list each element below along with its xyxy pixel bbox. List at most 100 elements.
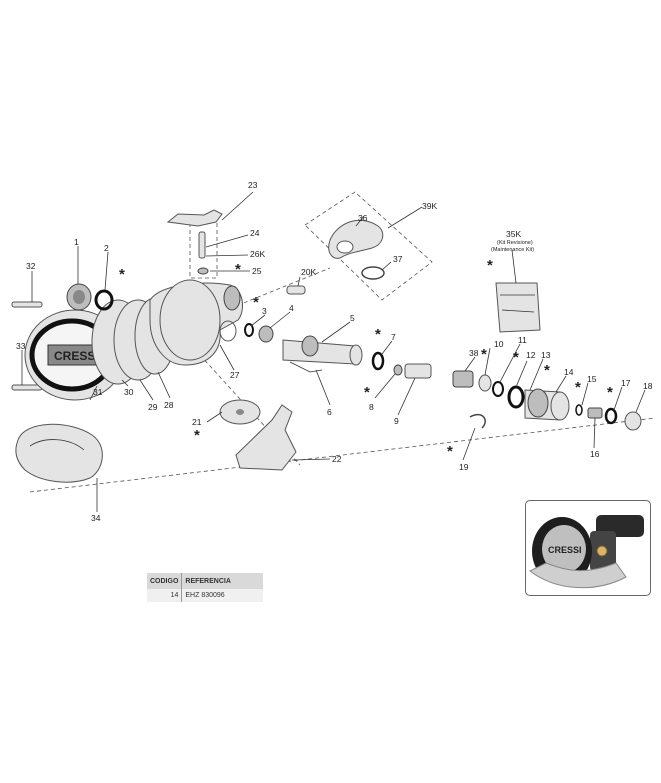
part-38-spring (452, 370, 474, 388)
part-8-nut (393, 364, 403, 376)
label-38: 38 (469, 348, 479, 358)
label-25: 25 (252, 266, 262, 276)
label-14: 14 (564, 367, 574, 377)
label-8: 8 (369, 402, 374, 412)
part-15-oring (575, 404, 583, 416)
label-21: 21 (192, 417, 202, 427)
label-22: 22 (332, 454, 342, 464)
label-16: 16 (590, 449, 600, 459)
cell-code: 14 (147, 589, 183, 602)
star-21: * (194, 427, 200, 444)
assembly-axis-upper (139, 267, 331, 346)
part-2-oring (94, 289, 114, 311)
star-3: * (253, 294, 259, 311)
label-12: 12 (526, 350, 536, 360)
label-6: 6 (327, 407, 332, 417)
part-9-piston (404, 363, 432, 379)
label-32: 32 (26, 261, 36, 271)
svg-text:CRESSI: CRESSI (54, 349, 99, 363)
part-17-oring (604, 407, 618, 425)
star-13: * (544, 362, 550, 379)
label-24: 24 (250, 228, 260, 238)
label-35k: 35K (506, 229, 521, 239)
label-2: 2 (104, 243, 109, 253)
star-8: * (364, 384, 370, 401)
part-23-lever (166, 209, 223, 227)
part-labels: 23 24 26K 25 20K 36 39K 37 35K 1 2 32 33… (16, 180, 653, 523)
label-13: 13 (541, 350, 551, 360)
table-row: 14 EHZ 830096 (147, 589, 263, 602)
part-10-seat (478, 374, 492, 392)
kit-markers: * * * * * * * * * * * * * (119, 257, 613, 460)
label-20k: 20K (301, 267, 316, 277)
reference-table: CODIGO REFERENCIA 14 EHZ 830096 (147, 573, 263, 602)
part-22-frame (235, 404, 297, 471)
label-34: 34 (91, 513, 101, 523)
label-11: 11 (518, 335, 527, 345)
label-10: 10 (494, 339, 504, 349)
header-codigo: CODIGO (147, 573, 183, 589)
label-15: 15 (587, 374, 597, 384)
part-20k-fitting (286, 285, 306, 295)
assembly-axis-lower (199, 354, 301, 466)
part-19-clip (469, 413, 486, 429)
label-3: 3 (262, 306, 267, 316)
label-39k: 39K (422, 201, 437, 211)
part-27-housing (149, 279, 243, 366)
part-4-nut (258, 325, 274, 343)
part-3-oring (244, 323, 254, 337)
kit-note-line2: (Maintenance Kit) (491, 247, 534, 253)
product-photo: CRESSI (525, 500, 651, 596)
part-14-body (524, 388, 570, 421)
part-7-oring (371, 351, 385, 371)
star-25: * (235, 261, 241, 278)
part-35k-maintenance-kit (495, 282, 541, 333)
label-33: 33 (16, 341, 26, 351)
label-31: 31 (93, 387, 103, 397)
label-30: 30 (124, 387, 134, 397)
part-32-pin (11, 301, 43, 308)
label-27: 27 (230, 370, 240, 380)
part-36-mouthpiece (328, 219, 384, 259)
part-5-tube (282, 335, 363, 366)
star-7: * (375, 326, 381, 343)
part-34-cover (15, 423, 103, 483)
label-18: 18 (643, 381, 653, 391)
part-12-oring (507, 385, 525, 409)
label-23: 23 (248, 180, 258, 190)
star-10: * (481, 346, 487, 363)
assembly-axis-main (29, 417, 656, 493)
label-4: 4 (289, 303, 294, 313)
star-17: * (607, 384, 613, 401)
label-9: 9 (394, 416, 399, 426)
part-33-pin (11, 384, 43, 391)
part-6-clip (289, 361, 323, 373)
star-35k: * (487, 257, 493, 274)
header-referencia: REFERENCIA (181, 573, 263, 589)
label-26k: 26K (250, 249, 265, 259)
label-29: 29 (148, 402, 158, 412)
photo-logo: CRESSI (548, 545, 582, 555)
label-17: 17 (621, 378, 631, 388)
star-15: * (575, 379, 581, 396)
star-12: * (513, 349, 519, 366)
kit-note-line1: (Kit Revisione) (497, 240, 533, 246)
label-37: 37 (393, 254, 403, 264)
star-19: * (447, 443, 453, 460)
label-1: 1 (74, 237, 79, 247)
label-36: 36 (358, 213, 368, 223)
label-19: 19 (459, 462, 469, 472)
part-16-filter (587, 407, 603, 419)
part-11-oring (492, 381, 504, 397)
label-5: 5 (350, 313, 355, 323)
group-box-39k (304, 191, 433, 301)
label-7: 7 (391, 332, 396, 342)
part-37-clamp (361, 266, 385, 280)
part-25-spring (197, 267, 209, 275)
cell-ref: EHZ 830096 (181, 589, 263, 602)
table-header-row: CODIGO REFERENCIA (147, 573, 263, 589)
part-24-seat (198, 231, 206, 259)
label-28: 28 (164, 400, 174, 410)
star-2: * (119, 266, 125, 283)
